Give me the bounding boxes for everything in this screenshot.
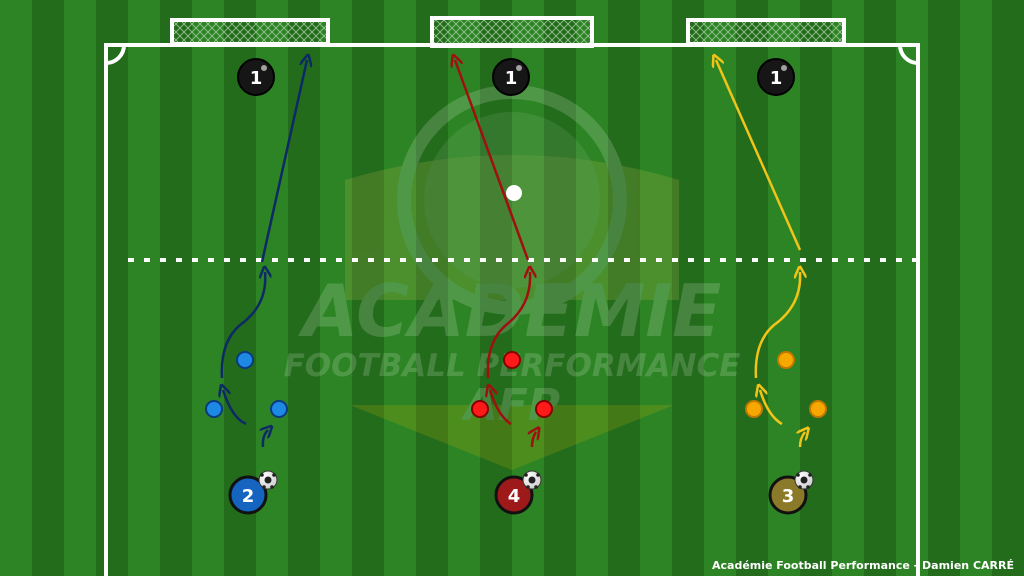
arrow-icon	[455, 60, 530, 261]
arrow-icon	[220, 272, 265, 379]
soccer-ball-icon	[258, 470, 278, 490]
cone	[236, 351, 254, 369]
credit-text: Académie Football Performance - Damien C…	[711, 559, 1014, 572]
player-number: 1	[770, 68, 783, 89]
cone	[777, 351, 795, 369]
player-2: 2	[228, 475, 268, 515]
goal-left	[170, 18, 330, 46]
goalkeeper-right: 1	[757, 58, 795, 96]
arrow-icon	[754, 272, 800, 379]
cone	[745, 400, 763, 418]
player-number: 1	[250, 68, 263, 89]
player-number: 2	[242, 486, 255, 507]
red-lane: 4	[455, 60, 553, 515]
field-boundary	[104, 43, 920, 576]
arrow-icon	[716, 60, 802, 251]
cone	[535, 400, 553, 418]
player-number: 3	[782, 486, 795, 507]
arrow-icon	[486, 272, 530, 379]
goalkeeper-left: 1	[237, 58, 275, 96]
arrow-icon	[263, 430, 268, 448]
player-number: 1	[505, 68, 518, 89]
arrow-icon	[490, 390, 512, 426]
arrow-icon	[260, 60, 307, 263]
watermark: ACADEMIE FOOTBALL PERFORMANCE AFP	[284, 85, 740, 470]
arrow-icon	[223, 390, 247, 426]
corner-arc-right	[898, 44, 919, 65]
goal-center	[430, 16, 594, 48]
player-4: 4	[494, 475, 534, 515]
goal-right	[686, 18, 846, 46]
soccer-ball-icon	[794, 470, 814, 490]
arrow-icon	[532, 432, 536, 448]
watermark-title: ACADEMIE	[298, 269, 722, 353]
cone	[471, 400, 489, 418]
corner-arc-left	[105, 44, 126, 65]
gold-lane: 3	[716, 60, 827, 515]
cone	[205, 400, 223, 418]
player-number: 4	[508, 486, 521, 507]
cone	[809, 400, 827, 418]
arrow-icon	[760, 390, 783, 426]
arrow-icon	[800, 432, 805, 448]
cone	[270, 400, 288, 418]
goalkeeper-center: 1	[492, 58, 530, 96]
ball-icon	[506, 185, 522, 201]
cone	[503, 351, 521, 369]
blue-lane: 2	[205, 60, 307, 515]
soccer-ball-icon	[522, 470, 542, 490]
